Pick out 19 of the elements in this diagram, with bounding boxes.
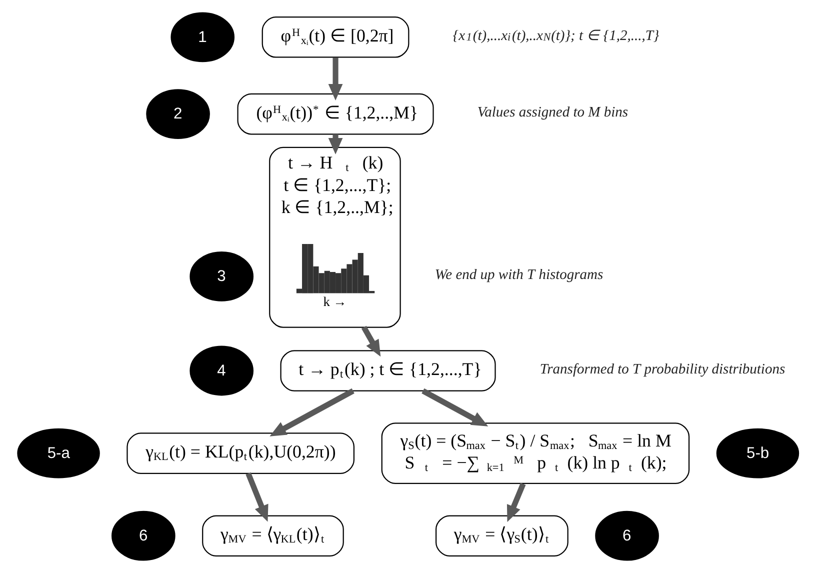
node-ellipse: 5-b xyxy=(716,428,800,478)
node-label: k → xyxy=(323,294,347,310)
node-label: Values assigned to M bins xyxy=(477,104,628,121)
node-ellipse: 6 xyxy=(112,510,176,561)
arrow xyxy=(270,388,354,436)
node-ellipse: 6 xyxy=(595,510,659,561)
arrow xyxy=(422,388,488,426)
node-label: Transformed to T probability distributions xyxy=(540,361,786,378)
arrow xyxy=(328,57,343,100)
node-label: We end up with T histograms xyxy=(434,267,604,284)
node-ellipse: 3 xyxy=(190,252,254,302)
node-label: {x1(t),...xi(t),..xN(t)}; t ∈ {1,2,...,T} xyxy=(452,28,660,44)
node-ellipse: 4 xyxy=(190,346,254,396)
node-ellipse: 1 xyxy=(170,12,235,62)
arrow xyxy=(361,326,381,357)
node-ellipse: 2 xyxy=(146,89,210,139)
arrow xyxy=(246,472,268,522)
arrow xyxy=(506,482,526,522)
node-ellipse: 5-a xyxy=(17,428,100,478)
